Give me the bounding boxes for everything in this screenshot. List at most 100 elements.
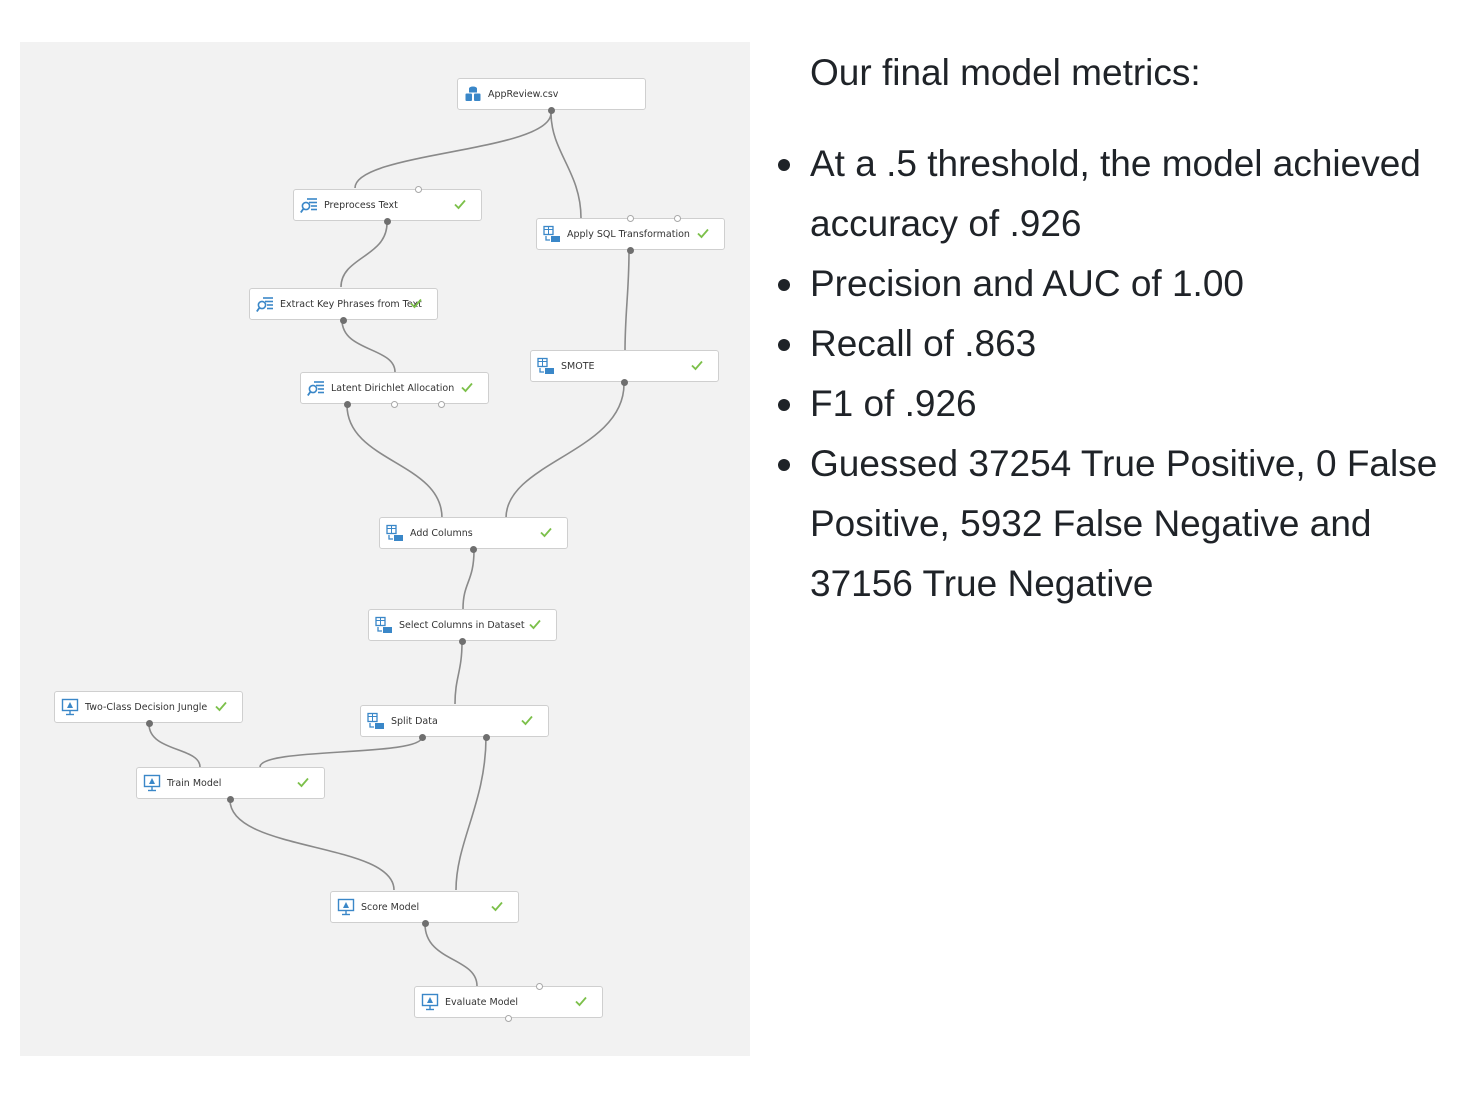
node-label: Apply SQL Transformation — [567, 228, 690, 240]
output-port[interactable] — [459, 638, 466, 645]
input-port[interactable] — [627, 215, 634, 222]
node-score-model[interactable]: Score Model — [330, 891, 519, 927]
edge-addcols-selectcols — [462, 549, 475, 610]
node-add-columns[interactable]: Add Columns — [379, 517, 568, 553]
list-item-text: Recall of .863 — [810, 323, 1037, 364]
node-preprocess-text[interactable]: Preprocess Text — [293, 186, 482, 225]
model-icon — [337, 898, 355, 916]
metrics-list: At a .5 threshold, the model achieved ac… — [776, 134, 1446, 614]
edge-jungle-train — [148, 723, 201, 768]
bullet-icon — [778, 339, 790, 351]
node-latent-dirichlet-allocation[interactable]: Latent Dirichlet Allocation — [300, 372, 489, 408]
metrics-panel: Our final model metrics: At a .5 thresho… — [776, 48, 1446, 614]
output-port[interactable] — [227, 796, 234, 803]
output-port[interactable] — [391, 401, 398, 408]
node-label: Split Data — [391, 715, 438, 727]
metric-recall: Recall of .863 — [776, 314, 1446, 374]
text-analytics-icon — [307, 381, 324, 397]
edge-smote-addcols — [505, 383, 625, 519]
check-icon — [454, 199, 466, 210]
output-port[interactable] — [438, 401, 445, 408]
output-port[interactable] — [621, 379, 628, 386]
node-evaluate-model[interactable]: Evaluate Model — [414, 983, 603, 1022]
check-icon — [697, 228, 709, 239]
edge-score-evaluate — [424, 923, 478, 987]
edge-split-score — [455, 736, 487, 891]
output-port[interactable] — [340, 317, 347, 324]
output-port[interactable] — [470, 546, 477, 553]
model-icon — [143, 774, 161, 792]
check-icon — [410, 298, 422, 309]
model-icon — [61, 698, 79, 716]
model-icon — [421, 993, 439, 1011]
node-two-class-decision-jungle[interactable]: Two-Class Decision Jungle — [54, 691, 243, 727]
node-label: Score Model — [361, 901, 420, 913]
input-port[interactable] — [536, 983, 543, 990]
experiment-canvas[interactable]: AppReview.csv Preprocess Text Apply SQL … — [20, 42, 750, 1056]
metric-precision-auc: Precision and AUC of 1.00 — [776, 254, 1446, 314]
output-port[interactable] — [505, 1015, 512, 1022]
check-icon — [540, 527, 552, 538]
metric-accuracy: At a .5 threshold, the model achieved ac… — [776, 134, 1446, 254]
node-smote[interactable]: SMOTE — [530, 350, 719, 386]
node-label: SMOTE — [561, 360, 595, 372]
node-label: Add Columns — [410, 527, 473, 539]
metric-f1: F1 of .926 — [776, 374, 1446, 434]
dataset-icon — [465, 86, 481, 101]
data-transform-icon — [375, 616, 392, 633]
edge-split-train — [259, 736, 423, 768]
edge-extract-lda — [341, 319, 396, 373]
node-label: Latent Dirichlet Allocation — [331, 382, 455, 394]
output-port[interactable] — [627, 247, 634, 254]
data-transform-icon — [367, 712, 384, 729]
edge-train-score — [229, 799, 395, 891]
node-label: Preprocess Text — [324, 199, 398, 211]
output-port[interactable] — [483, 734, 490, 741]
node-label: Extract Key Phrases from Text — [280, 298, 422, 310]
check-icon — [461, 382, 473, 393]
data-transform-icon — [537, 357, 554, 374]
node-appreview-csv[interactable]: AppReview.csv — [457, 78, 646, 114]
bullet-icon — [778, 399, 790, 411]
node-select-columns-in-dataset[interactable]: Select Columns in Dataset — [368, 609, 557, 645]
check-icon — [529, 619, 541, 630]
text-analytics-icon — [300, 198, 317, 214]
data-transform-icon — [543, 225, 560, 242]
input-port[interactable] — [674, 215, 681, 222]
edge-preprocess-extract — [340, 222, 388, 288]
node-train-model[interactable]: Train Model — [136, 767, 325, 803]
node-split-data[interactable]: Split Data — [360, 705, 549, 741]
node-label: Two-Class Decision Jungle — [85, 701, 208, 713]
node-extract-key-phrases[interactable]: Extract Key Phrases from Text — [249, 288, 438, 324]
edge-appreview-preprocess — [354, 112, 552, 189]
list-item-text: At a .5 threshold, the model achieved ac… — [810, 143, 1421, 244]
node-label: AppReview.csv — [488, 88, 559, 100]
bullet-icon — [778, 279, 790, 291]
node-label: Train Model — [167, 777, 222, 789]
node-label: Evaluate Model — [445, 996, 519, 1008]
node-apply-sql-transformation[interactable]: Apply SQL Transformation — [536, 215, 725, 254]
output-port[interactable] — [146, 720, 153, 727]
output-port[interactable] — [548, 107, 555, 114]
check-icon — [575, 996, 587, 1007]
output-port[interactable] — [419, 734, 426, 741]
list-item-text: Guessed 37254 True Positive, 0 False Pos… — [810, 443, 1438, 604]
check-icon — [491, 901, 503, 912]
check-icon — [297, 777, 309, 788]
bullet-icon — [778, 459, 790, 471]
metrics-heading: Our final model metrics: — [810, 52, 1201, 93]
list-item-text: F1 of .926 — [810, 383, 977, 424]
data-transform-icon — [386, 524, 403, 541]
check-icon — [521, 715, 533, 726]
edge-selectcols-split — [454, 641, 463, 705]
check-icon — [691, 360, 703, 371]
bullet-icon — [778, 159, 790, 171]
metric-confusion-matrix: Guessed 37254 True Positive, 0 False Pos… — [776, 434, 1446, 614]
text-analytics-icon — [256, 297, 273, 313]
output-port[interactable] — [384, 218, 391, 225]
list-item-text: Precision and AUC of 1.00 — [810, 263, 1244, 304]
output-port[interactable] — [422, 920, 429, 927]
input-port[interactable] — [415, 186, 422, 193]
connection-layer — [148, 112, 630, 987]
output-port[interactable] — [344, 401, 351, 408]
